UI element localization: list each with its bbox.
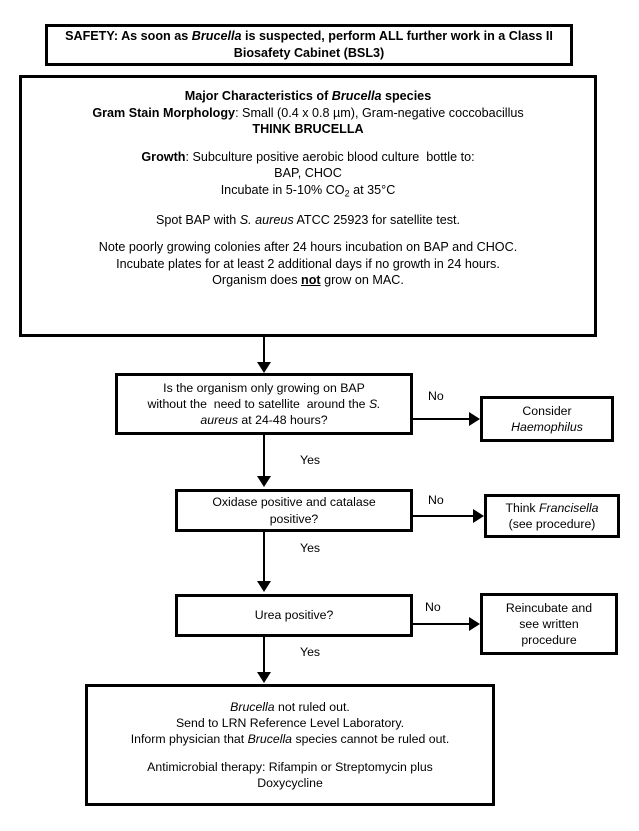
text-line: Doxycycline: [257, 775, 323, 790]
arrowhead-q1-no: [469, 412, 480, 426]
safety-notice-box: SAFETY: As soon as Brucella is suspected…: [45, 24, 573, 66]
connector-q3-no: [413, 623, 471, 625]
arrowhead-q2-no: [473, 509, 484, 523]
connector-q3-yes: [263, 637, 265, 673]
arrowhead-q1-yes: [257, 476, 271, 487]
text-line: Haemophilus: [511, 420, 583, 434]
text-line: Biosafety Cabinet (BSL3): [233, 46, 385, 60]
outcome-box-brucella-not-ruled-out: Brucella not ruled out. Send to LRN Refer…: [85, 684, 495, 806]
text-line: Incubate in 5-10% CO2 at 35°C: [220, 183, 396, 199]
text-line: Urea positive?: [254, 608, 334, 623]
text-line: BAP, CHOC: [274, 166, 342, 181]
edge-label-q1-yes: Yes: [300, 453, 321, 467]
arrowhead-q3-yes: [257, 672, 271, 683]
arrowhead-q3-no: [469, 617, 480, 631]
text-line: procedure: [521, 633, 577, 648]
arrowhead-q2-yes: [257, 581, 271, 592]
text-line: Is the organism only growing on BAP: [163, 380, 365, 395]
text-line: Antimicrobial therapy: Rifampin or Strep…: [147, 759, 433, 774]
connector-q1-yes: [263, 435, 265, 477]
text-line: Send to LRN Reference Level Laboratory.: [175, 716, 405, 731]
connector-q2-no: [413, 515, 475, 517]
text-line: Organism does not grow on MAC.: [212, 273, 404, 288]
text-line: without the need to satellite around the…: [147, 396, 381, 411]
text-line: Growth: Subculture positive aerobic bloo…: [141, 149, 475, 164]
text-line: Oxidase positive and catalase: [212, 495, 376, 510]
text-line: Think Francisella: [505, 500, 599, 515]
connector-q1-no: [413, 418, 471, 420]
text-line: Major Characteristics of Brucella specie…: [184, 89, 432, 103]
text-line: Incubate plates for at least 2 additiona…: [116, 256, 500, 271]
decision-box-urea-positive: Urea positive?: [175, 594, 413, 637]
connector-characteristics-to-q1: [263, 337, 265, 363]
text-line: Note poorly growing colonies after 24 ho…: [98, 240, 518, 255]
text-line: Brucella not ruled out.: [230, 699, 350, 714]
text-line: aureus at 24-48 hours?: [200, 413, 328, 428]
text-line: see written: [519, 616, 579, 631]
text-line: THINK BRUCELLA: [252, 122, 364, 137]
edge-label-q2-no: No: [428, 493, 444, 507]
edge-label-q3-yes: Yes: [300, 645, 321, 659]
text-line: Gram Stain Morphology: Small (0.4 x 0.8 …: [92, 105, 524, 120]
connector-q2-yes: [263, 532, 265, 582]
edge-label-q1-no: No: [428, 389, 444, 403]
text-line: Reincubate and: [505, 600, 593, 615]
text-line: positive?: [269, 511, 319, 526]
edge-label-q2-yes: Yes: [300, 541, 321, 555]
major-characteristics-box: Major Characteristics of Brucella specie…: [19, 75, 597, 337]
text-line: Spot BAP with S. aureus ATCC 25923 for s…: [155, 212, 461, 227]
text-line: Inform physician that Brucella species c…: [130, 732, 450, 747]
text-line: SAFETY: As soon as Brucella is suspected…: [65, 29, 553, 44]
arrowhead-characteristics-to-q1: [257, 362, 271, 373]
edge-label-q3-no: No: [425, 600, 441, 614]
text-line: Consider: [522, 403, 572, 418]
outcome-box-think-francisella: Think Francisella (see procedure): [484, 494, 620, 538]
text-line: (see procedure): [508, 517, 596, 531]
